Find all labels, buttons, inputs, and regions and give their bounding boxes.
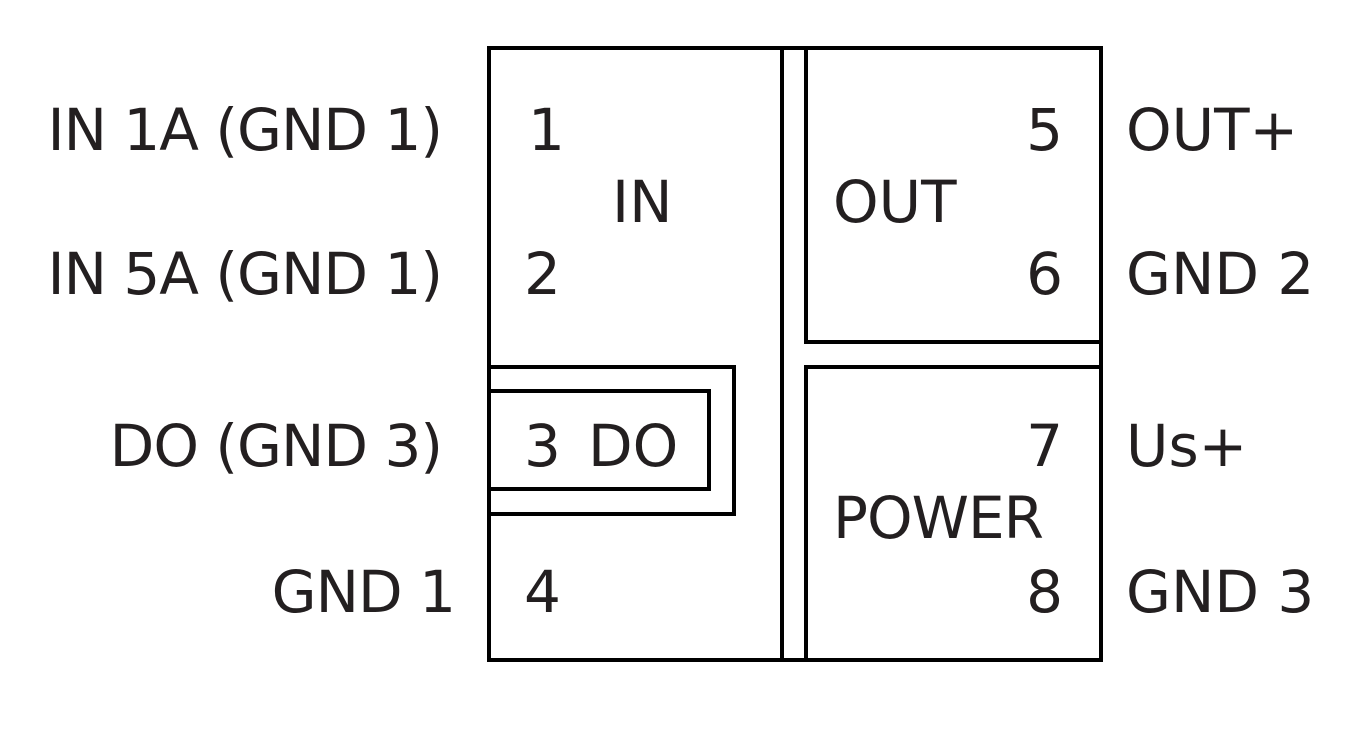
signal-label-pin-8: GND 3 [1126, 558, 1314, 626]
pin-number-6: 6 [1026, 240, 1063, 308]
signal-label-pin-3: DO (GND 3) [110, 412, 442, 480]
signal-label-pin-5: OUT+ [1126, 96, 1298, 164]
signal-label-pin-4: GND 1 [272, 558, 455, 626]
pin-number-5: 5 [1026, 96, 1063, 164]
power-block: 7 POWER 8 [833, 412, 1063, 626]
do-outer-frame [489, 365, 736, 516]
do-inner-frame [489, 389, 711, 491]
out-block-outline [804, 46, 1103, 344]
power-block-outline [804, 365, 1103, 662]
left-signal-labels: IN 1A (GND 1) IN 5A (GND 1) DO (GND 3) G… [47, 96, 456, 626]
right-signal-labels: OUT+ GND 2 Us+ GND 3 [1126, 96, 1314, 626]
diagram-outline [487, 46, 1103, 662]
do-block: 3 DO [524, 412, 678, 480]
pin-number-8: 8 [1026, 558, 1063, 626]
in-block: 1 IN 2 4 [524, 96, 673, 626]
in-block-label: IN [612, 168, 673, 236]
out-block-label: OUT [833, 168, 957, 236]
signal-label-pin-1: IN 1A (GND 1) [47, 96, 442, 164]
signal-label-pin-2: IN 5A (GND 1) [47, 240, 442, 308]
out-block: 5 OUT 6 [833, 96, 1063, 308]
pin-number-3: 3 [524, 412, 561, 480]
in-block-outline [487, 46, 784, 662]
pin-number-7: 7 [1026, 412, 1063, 480]
power-block-label: POWER [833, 484, 1043, 552]
pin-number-2: 2 [524, 240, 561, 308]
do-block-label: DO [588, 412, 678, 480]
pin-number-1: 1 [528, 96, 565, 164]
signal-label-pin-6: GND 2 [1126, 240, 1314, 308]
pin-number-4: 4 [524, 558, 561, 626]
signal-label-pin-7: Us+ [1126, 412, 1247, 480]
